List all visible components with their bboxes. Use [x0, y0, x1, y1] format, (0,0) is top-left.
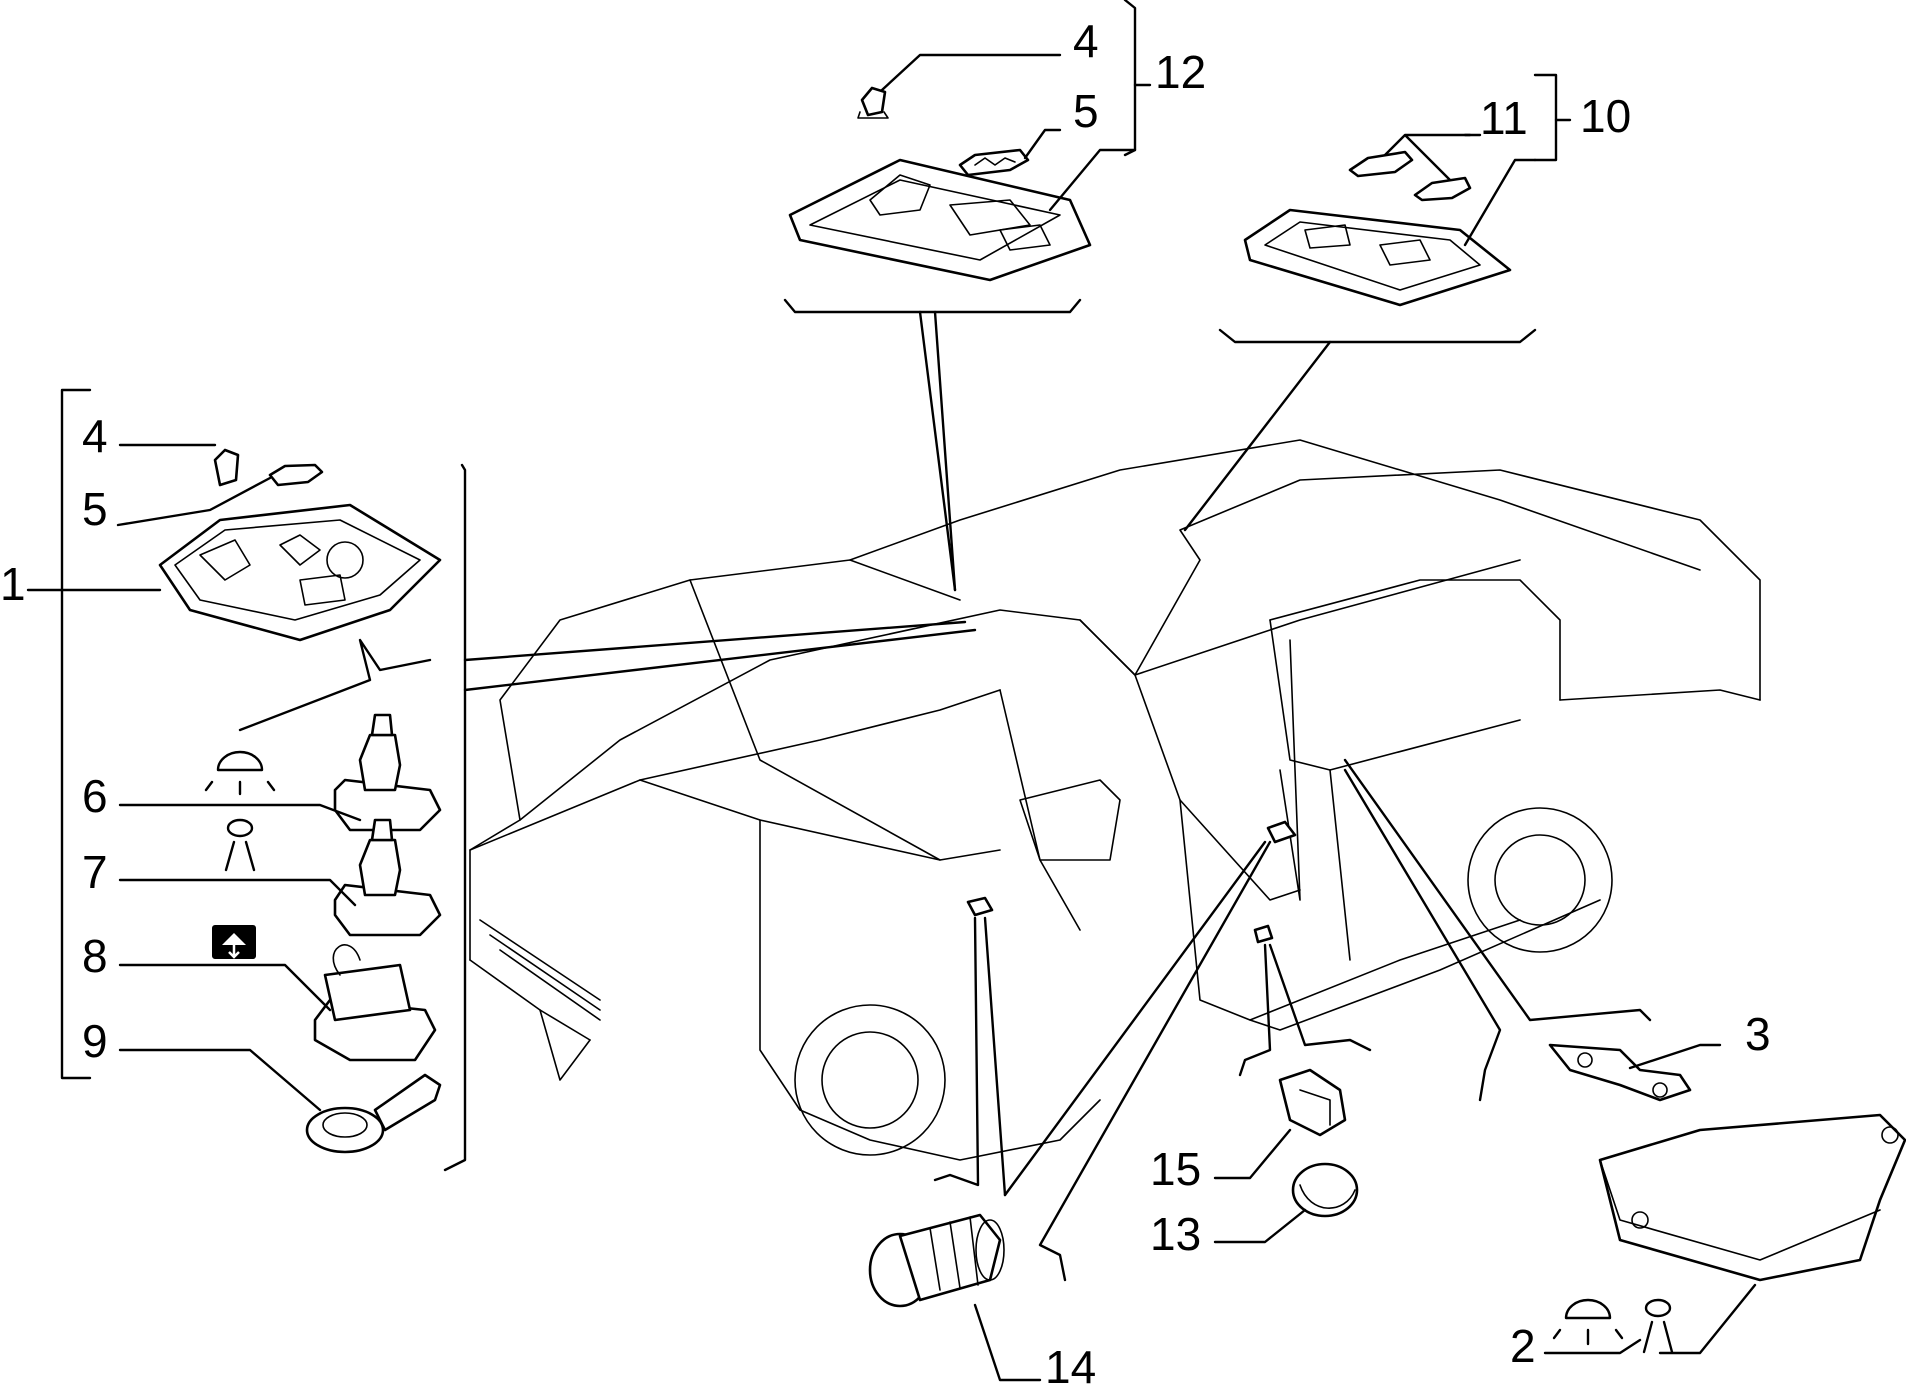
leader-lines [26, 0, 1757, 1382]
callout-9: 9 [82, 1015, 108, 1067]
lamp-assembly-1 [158, 448, 442, 642]
callout-1: 1 [0, 558, 26, 610]
callout-4-top: 4 [1073, 15, 1099, 67]
dome-lamp-icon [204, 750, 276, 796]
callout-7: 7 [82, 846, 108, 898]
key-9 [305, 1073, 442, 1154]
courtesy-lamp-assembly-12 [788, 86, 1092, 282]
courtesy-lamp-assembly-10 [1243, 150, 1512, 307]
callout-5-top: 5 [1073, 85, 1099, 137]
callout-8: 8 [82, 930, 108, 982]
callout-15: 15 [1150, 1143, 1201, 1195]
callout-12: 12 [1155, 46, 1206, 98]
switch-6 [333, 713, 442, 832]
bracket-3 [1548, 1043, 1692, 1102]
callout-4-left: 4 [82, 410, 108, 462]
cap-13 [1291, 1162, 1359, 1218]
switch-14 [868, 1213, 1005, 1308]
callout-2: 2 [1510, 1320, 1536, 1372]
callout-14: 14 [1045, 1341, 1096, 1385]
reading-lamp-icon [224, 818, 256, 872]
callout-5-left: 5 [82, 483, 108, 535]
callout-10: 10 [1580, 90, 1631, 142]
callout-13: 13 [1150, 1208, 1201, 1260]
switch-7 [333, 818, 442, 937]
door-switch-icon [212, 925, 256, 959]
switch-8 [313, 944, 437, 1062]
callout-11: 11 [1480, 92, 1528, 144]
reading-lamp-icon-2 [1642, 1298, 1674, 1354]
dome-lamp-icon-2 [1552, 1298, 1624, 1346]
control-unit-2 [1598, 1113, 1906, 1282]
callout-3: 3 [1745, 1008, 1771, 1060]
car-outline [469, 439, 1761, 1161]
switch-15 [1278, 1068, 1347, 1137]
door-switch-mounts [966, 820, 1297, 944]
callout-labels: 4 12 5 11 10 4 5 1 6 7 8 9 3 15 13 2 14 [0, 15, 1771, 1385]
callout-6: 6 [82, 770, 108, 822]
